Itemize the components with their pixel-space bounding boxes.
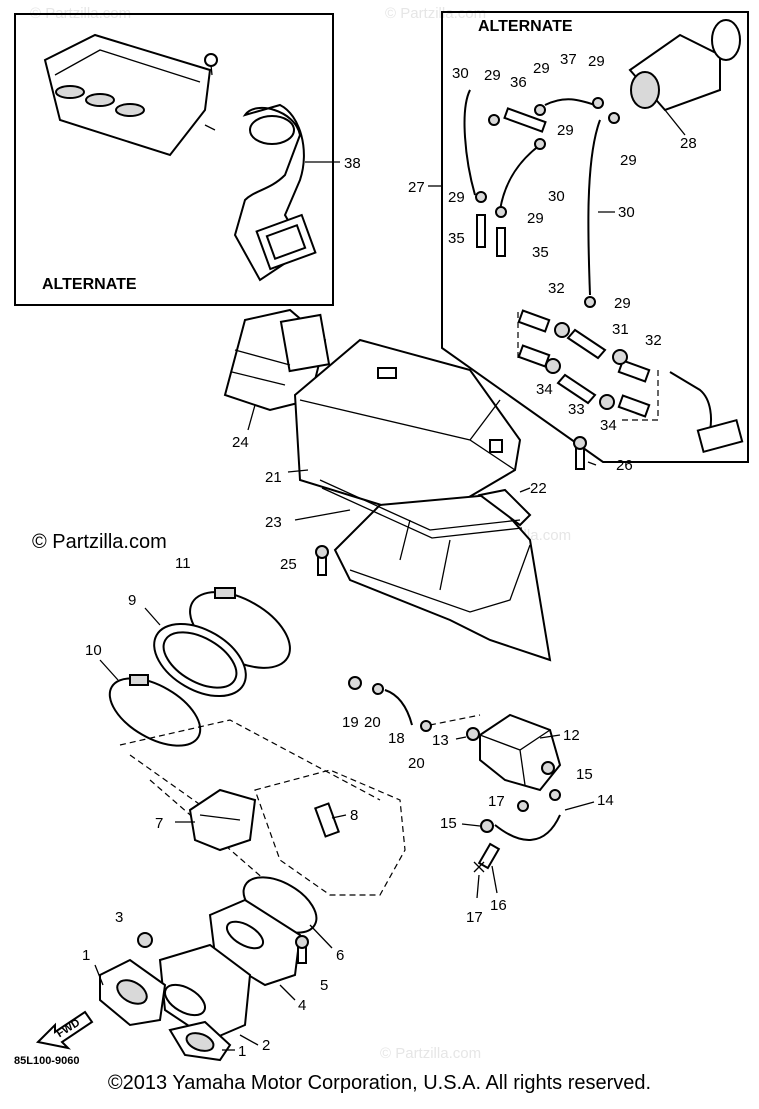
part-38-label: 38	[344, 155, 361, 172]
faint-watermark: © Partzilla.com	[380, 1045, 481, 1062]
part-30-label: 30	[548, 188, 565, 205]
part-5-label: 5	[320, 977, 328, 994]
part-21-label: 21	[265, 469, 282, 486]
part-1-label: 1	[238, 1043, 246, 1060]
part-35-label: 35	[532, 244, 549, 261]
part-32-label: 32	[548, 280, 565, 297]
part-16-label: 16	[490, 897, 507, 914]
part-19-label: 19	[342, 714, 359, 731]
parts-diagram: © Partzilla.com © Partzilla.com © Partzi…	[14, 5, 749, 1067]
part-7-label: 7	[155, 815, 163, 832]
part-4-label: 4	[298, 997, 306, 1014]
part-20-label: 20	[364, 714, 381, 731]
fuel-pump-assembly: 19 20 18 20 13 12 15 14 17 15 16	[342, 676, 614, 926]
faint-watermark: © Partzilla.com	[385, 5, 486, 22]
part-29-label: 29	[533, 60, 550, 77]
part-30-label: 30	[618, 204, 635, 221]
intake-assembly: 11 9 10 7 8 6 4 5	[14, 555, 406, 1067]
part-23-label: 23	[265, 514, 282, 531]
part-29-label: 29	[620, 152, 637, 169]
part-12-label: 12	[563, 727, 580, 744]
part-1-label: 1	[82, 947, 90, 964]
part-37-label: 37	[560, 51, 577, 68]
part-14-label: 14	[597, 792, 614, 809]
part-3-label: 3	[115, 909, 123, 926]
part-22-label: 22	[530, 480, 547, 497]
part-18-label: 18	[388, 730, 405, 747]
part-29-label: 29	[527, 210, 544, 227]
part-32-label: 32	[645, 332, 662, 349]
part-27-label: 27	[408, 179, 425, 196]
alternate-box-left: ALTERNATE 38	[14, 13, 361, 306]
part-24-label: 24	[232, 434, 249, 451]
alternate-label-right: ALTERNATE	[478, 18, 573, 35]
part-29-label: 29	[588, 53, 605, 70]
part-33-label: 33	[568, 401, 585, 418]
part-9-label: 9	[128, 592, 136, 609]
part-10-label: 10	[85, 642, 102, 659]
part-31-label: 31	[612, 321, 629, 338]
part-34-label: 34	[536, 381, 553, 398]
part-6-label: 6	[336, 947, 344, 964]
part-17-label: 17	[466, 909, 483, 926]
part-8-label: 8	[350, 807, 358, 824]
part-29-label: 29	[557, 122, 574, 139]
part-15-label: 15	[440, 815, 457, 832]
drawing-code: 85L100-9060	[14, 1055, 79, 1067]
part-34-label: 34	[600, 417, 617, 434]
part-20-label: 20	[408, 755, 425, 772]
fwd-arrow: FWD	[35, 1010, 94, 1050]
alternate-box-right: ALTERNATE 28	[408, 11, 749, 463]
part-28-label: 28	[680, 135, 697, 152]
part-13-label: 13	[432, 732, 449, 749]
part-15-label: 15	[576, 766, 593, 783]
part-35-label: 35	[448, 230, 465, 247]
part-26-label: 26	[616, 457, 633, 474]
part-25-label: 25	[280, 556, 297, 573]
silencer-assembly: 24 21 23 22 25 26	[223, 308, 633, 662]
part-36-label: 36	[510, 74, 527, 91]
part-30-label: 30	[452, 65, 469, 82]
copyright-notice: ©2013 Yamaha Motor Corporation, U.S.A. A…	[107, 1072, 652, 1094]
alternate-label-left: ALTERNATE	[42, 276, 137, 293]
watermark: © Partzilla.com	[32, 531, 167, 553]
part-17-label: 17	[488, 793, 505, 810]
part-2-label: 2	[262, 1037, 270, 1054]
part-11-label: 11	[175, 555, 191, 572]
part-29-label: 29	[484, 67, 501, 84]
part-29-label: 29	[448, 189, 465, 206]
part-29-label: 29	[614, 295, 631, 312]
